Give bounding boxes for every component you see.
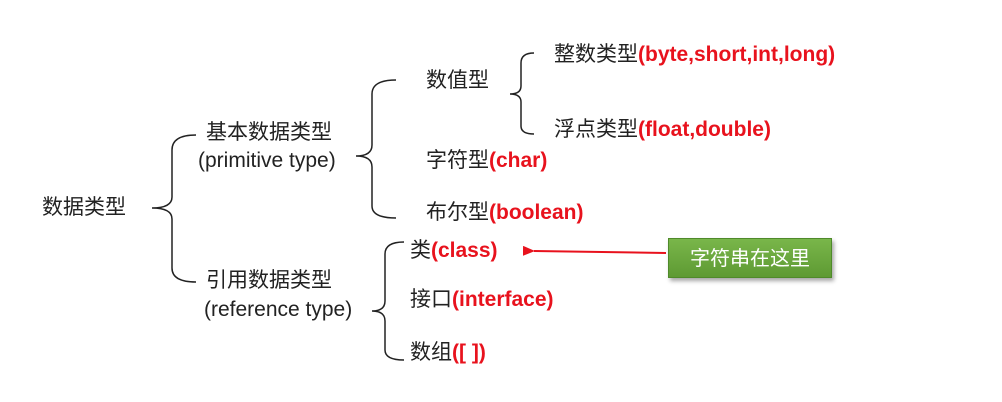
float-type-item: 浮点类型(float,double) (554, 117, 771, 142)
integer-label: 整数类型 (554, 42, 638, 66)
integer-types: (byte,short,int,long) (638, 43, 836, 66)
boolean-type-item: 布尔型(boolean) (426, 200, 584, 225)
class-label: 类 (410, 238, 431, 262)
primitive-label-cn: 基本数据类型 (206, 120, 332, 144)
annotation-arrow (522, 245, 667, 256)
interface-types: (interface) (452, 288, 554, 311)
char-type-item: 字符型(char) (426, 148, 547, 173)
interface-label: 接口 (410, 287, 452, 311)
annotation-note: 字符串在这里 (668, 238, 832, 278)
array-label: 数组 (410, 340, 452, 364)
boolean-types: (boolean) (489, 201, 584, 224)
boolean-label: 布尔型 (426, 200, 489, 224)
float-label: 浮点类型 (554, 117, 638, 141)
reference-label-cn: 引用数据类型 (206, 268, 332, 292)
annotation-text: 字符串在这里 (690, 246, 810, 270)
numeric-brace (509, 52, 535, 135)
array-type-item: 数组([ ]) (410, 340, 486, 365)
char-label: 字符型 (426, 148, 489, 172)
reference-brace (371, 241, 405, 361)
interface-type-item: 接口(interface) (410, 287, 554, 312)
array-types: ([ ]) (452, 341, 486, 364)
primitive-label-en: (primitive type) (198, 149, 336, 172)
primitive-brace (355, 79, 397, 219)
reference-label-en: (reference type) (204, 298, 353, 321)
numeric-label: 数值型 (426, 68, 489, 92)
char-types: (char) (489, 149, 548, 172)
root-brace (151, 134, 197, 283)
integer-type-item: 整数类型(byte,short,int,long) (554, 42, 835, 67)
float-types: (float,double) (638, 118, 771, 141)
class-type-item: 类(class) (410, 238, 498, 263)
class-types: (class) (431, 239, 498, 262)
root-label: 数据类型 (42, 195, 126, 219)
